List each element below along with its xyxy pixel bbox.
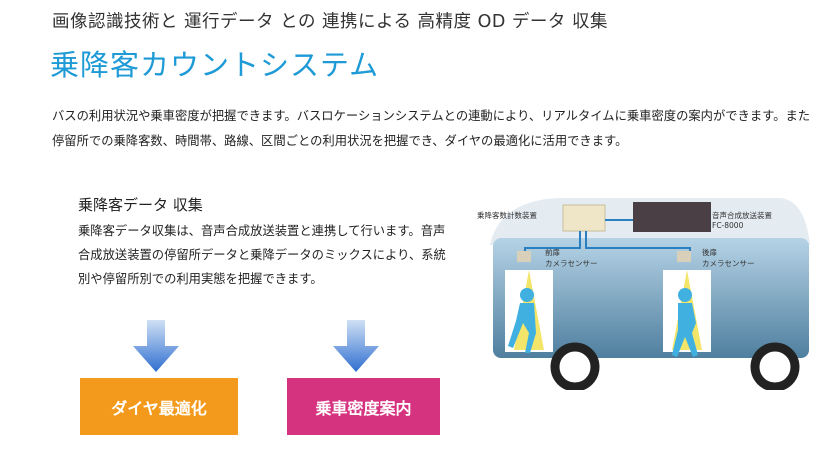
bus-body [493, 238, 809, 358]
density-guidance-button[interactable]: 乗車密度案内 [287, 378, 440, 435]
diagram-optimization-button[interactable]: ダイヤ最適化 [80, 378, 238, 435]
rear-camera-label: カメラセンサー [702, 259, 755, 268]
tagline: 画像認識技術と 運行データ との 連携による 高精度 OD データ 収集 [52, 12, 608, 32]
announcer-label: 音声合成放送装置 [712, 211, 772, 220]
page-title: 乗降客カウントシステム [50, 48, 380, 82]
intro-text: バスの利用状況や乗車密度が把握できます。バスロケーションシステムとの連動により、… [52, 109, 811, 148]
section-body: 乗降客データ収集は、音声合成放送装置と連携して行います。音声合成放送装置の停留所… [78, 224, 446, 286]
counter-label: 乗降客数計数装置 [477, 211, 537, 220]
passenger-icon [672, 288, 698, 357]
section-heading: 乗降客データ 収集 [78, 196, 203, 214]
button-label: ダイヤ最適化 [111, 398, 207, 418]
wheel [550, 342, 600, 390]
arrow-down-icon [333, 320, 379, 372]
announcer-device [633, 202, 711, 232]
front-camera-label: カメラセンサー [545, 259, 598, 268]
passenger-icon [508, 288, 536, 353]
wheel [750, 342, 800, 390]
counter-device [562, 204, 606, 232]
front-door-label: 前扉 [545, 248, 560, 257]
button-label: 乗車密度案内 [315, 398, 412, 418]
bus-diagram [490, 198, 810, 390]
rear-door-label: 後扉 [702, 248, 717, 257]
announcer-model: FC-8000 [712, 221, 744, 230]
arrow-down-icon [133, 320, 179, 372]
